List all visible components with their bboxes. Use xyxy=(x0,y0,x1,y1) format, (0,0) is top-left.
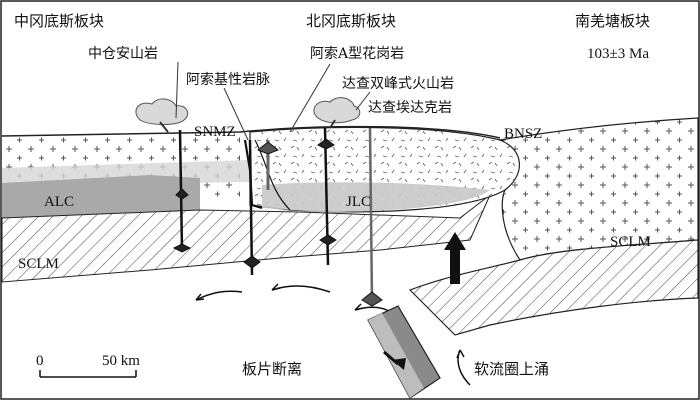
south-qiangtang-label: 南羌塘板块 xyxy=(575,12,650,30)
age-label: 103±3 Ma xyxy=(587,46,649,62)
asuo-a-granite-label: 阿索A型花岗岩 xyxy=(310,45,404,62)
sclm-right-label: SCLM xyxy=(610,234,651,250)
scale-zero-label: 0 xyxy=(36,353,44,369)
snmz-fault-line xyxy=(254,139,291,211)
zhongcang-eruption-icon xyxy=(135,98,189,133)
dazha-adakite-label: 达查埃达克岩 xyxy=(368,100,452,116)
upwelling-arrow-icon xyxy=(444,232,466,284)
asthenosphere-upwelling-label: 软流圈上涌 xyxy=(474,360,549,378)
leader-lines xyxy=(175,61,371,141)
dazha-volcanic-label: 达查双峰式火山岩 xyxy=(342,76,454,92)
scale-bar xyxy=(39,370,137,378)
bnsz-label: BNSZ xyxy=(504,126,542,142)
asuo-basic-dike-label: 阿索基性岩脉 xyxy=(186,71,270,88)
jlc-label: JLC xyxy=(346,194,371,210)
zhongcang-andesite-label: 中仓安山岩 xyxy=(88,46,158,62)
north-gangdese-label: 北冈底斯板块 xyxy=(306,12,396,30)
scale-fifty-label: 50 km xyxy=(102,353,140,369)
sclm-left-label: SCLM xyxy=(18,256,59,272)
dazha-eruption-icon xyxy=(313,97,361,129)
alc-layer xyxy=(2,175,200,218)
snmz-label: SNMZ xyxy=(194,124,236,140)
central-gangdese-label: 中冈底斯板块 xyxy=(14,12,104,30)
jlc-layer xyxy=(262,182,490,212)
sclm-left-layer xyxy=(1,194,491,283)
slab-breakoff-label: 板片断离 xyxy=(242,360,302,378)
alc-label: ALC xyxy=(44,194,74,210)
magma-conduits xyxy=(172,127,383,307)
surface-line xyxy=(1,125,501,139)
detached-slab xyxy=(367,305,441,399)
